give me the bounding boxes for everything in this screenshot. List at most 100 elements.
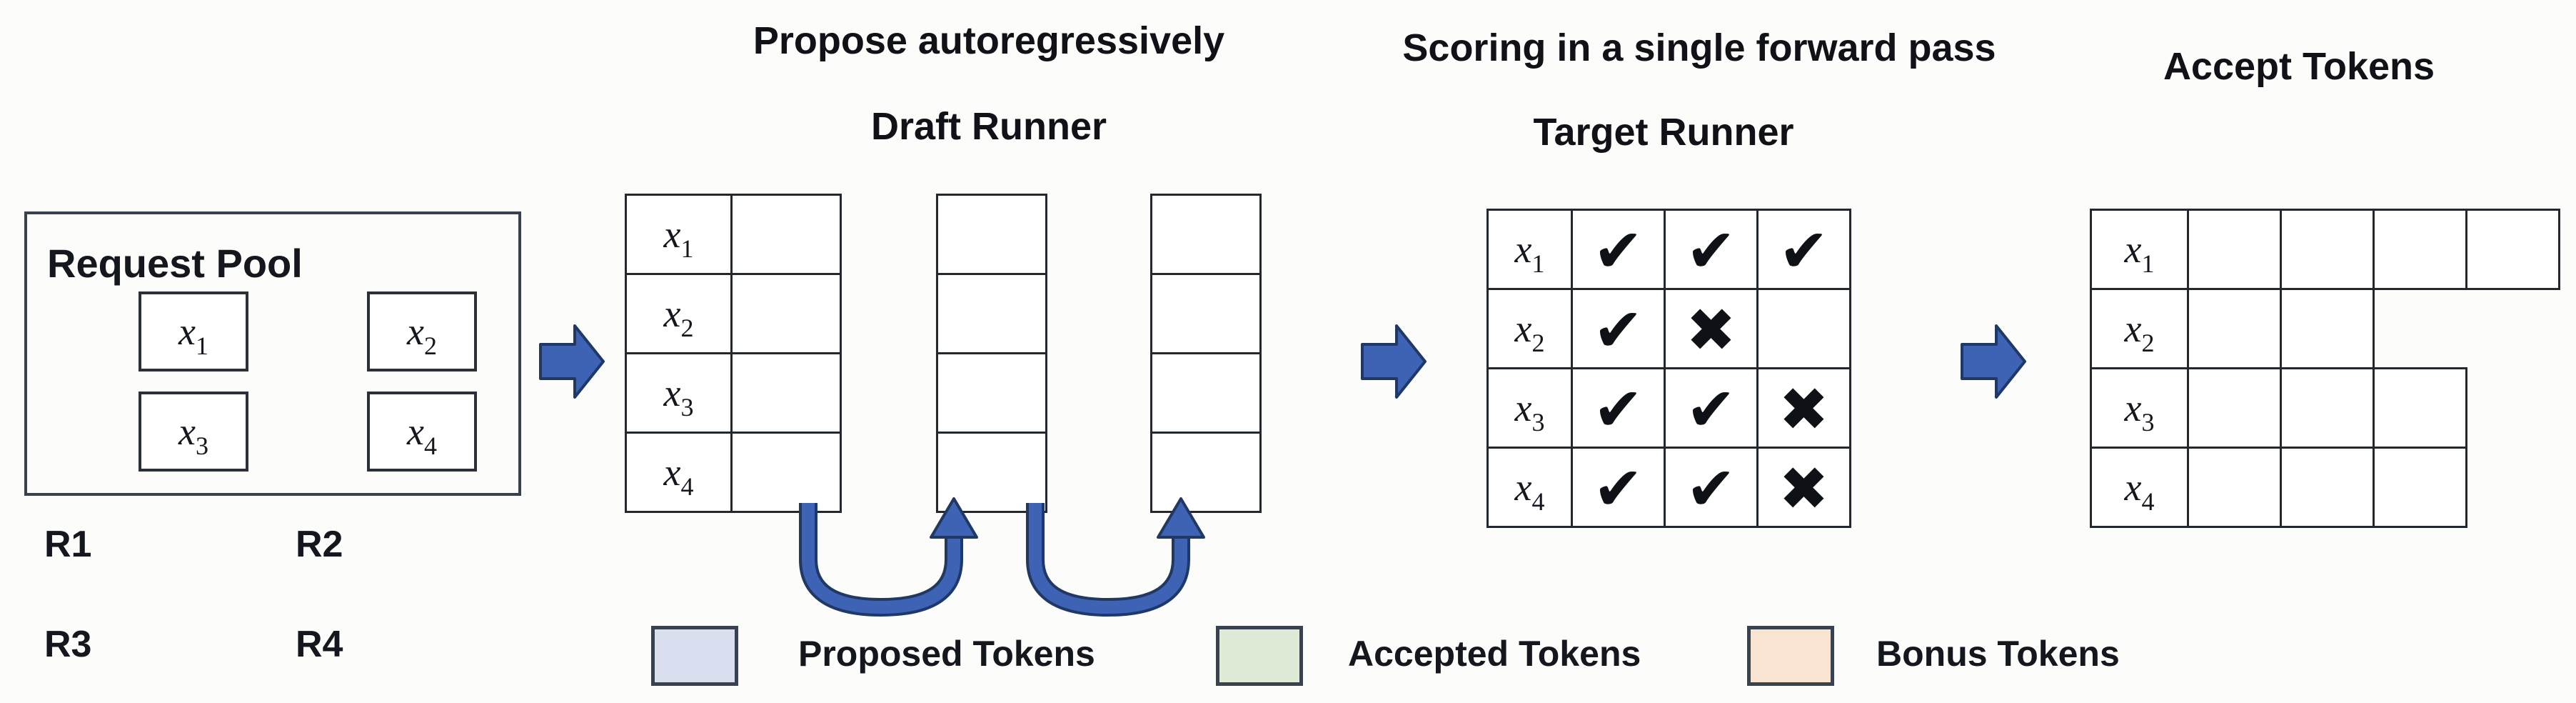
token-box-x3: x3 <box>139 392 248 472</box>
score-cell: ✔ <box>1664 367 1759 449</box>
loop-arrow-icon <box>1026 497 1205 617</box>
target-grid: x1✔✔✔x2✔✖x3✔✔✖x4✔✔✖ <box>1486 209 1851 528</box>
legend-label-proposed: Proposed Tokens <box>798 634 1095 674</box>
draft-row <box>936 273 1047 354</box>
proposed-token-cell <box>1150 273 1262 354</box>
row-label-text: x1 <box>663 213 694 263</box>
loop-arrow-icon <box>799 497 978 617</box>
draft-table-main: x1 x2 x3 x4 <box>625 194 842 513</box>
bonus-token-cell <box>2373 447 2467 528</box>
bonus-token-cell <box>2465 209 2560 290</box>
token-box-x4: x4 <box>367 392 477 472</box>
cross-icon: ✖ <box>1778 454 1829 524</box>
accepted-token-cell <box>2280 447 2375 528</box>
request-pool-title: Request Pool <box>47 241 303 286</box>
draft-row-label: x3 <box>625 352 733 434</box>
target-row: x3 ✔ ✔ ✖ <box>1486 367 1851 449</box>
score-cell: ✔ <box>1571 209 1666 290</box>
target-row: x4 ✔ ✔ ✖ <box>1486 447 1851 528</box>
target-runner-heading: Target Runner <box>1533 111 1794 154</box>
accept-row-label: x2 <box>2090 288 2189 369</box>
check-icon: ✔ <box>1686 454 1736 524</box>
target-row-label: x3 <box>1486 367 1573 449</box>
check-icon: ✔ <box>1593 216 1644 286</box>
accept-row-label: x4 <box>2090 447 2189 528</box>
token-x2: x2 <box>407 310 437 360</box>
draft-row <box>1150 432 1262 513</box>
legend-swatch-proposed <box>651 626 738 686</box>
accepted-token-cell <box>2280 367 2375 449</box>
cross-icon: ✖ <box>1778 374 1829 444</box>
target-row: x2 ✔ ✖ <box>1486 288 1851 369</box>
draft-row-label: x1 <box>625 194 733 275</box>
score-cell: ✖ <box>1664 288 1759 369</box>
score-cell: ✔ <box>1664 209 1759 290</box>
accept-row-label: x3 <box>2090 367 2189 449</box>
score-cell: ✔ <box>1571 447 1666 528</box>
accepted-token-cell <box>2187 367 2282 449</box>
proposed-token-cell <box>1150 194 1262 275</box>
row-label-text: x3 <box>663 372 694 422</box>
legend-swatch-bonus <box>1747 626 1834 686</box>
row-label-text: x2 <box>1514 307 1545 357</box>
score-cell: ✔ <box>1571 288 1666 369</box>
request-label-r4: R4 <box>296 624 343 665</box>
check-icon: ✔ <box>1686 374 1736 444</box>
accept-row: x4 <box>2090 447 2560 528</box>
draft-row: x4 <box>625 432 842 513</box>
token-x4: x4 <box>407 410 437 460</box>
score-cell: ✖ <box>1756 447 1851 528</box>
proposed-token-cell <box>936 352 1047 434</box>
check-icon: ✔ <box>1778 216 1829 286</box>
accept-row: x2 <box>2090 288 2560 369</box>
proposed-token-cell <box>936 194 1047 275</box>
proposed-token-cell <box>1150 352 1262 434</box>
row-label-text: x2 <box>2124 307 2155 357</box>
flow-arrow-icon <box>1361 324 1427 399</box>
target-row-label: x4 <box>1486 447 1573 528</box>
proposed-token-cell <box>936 273 1047 354</box>
row-label-text: x4 <box>2124 466 2155 516</box>
draft-row <box>936 352 1047 434</box>
row-label-text: x3 <box>2124 387 2155 437</box>
proposed-token-cell <box>730 432 842 513</box>
target-row-label: x1 <box>1486 209 1573 290</box>
cross-icon: ✖ <box>1686 295 1736 365</box>
draft-runner-heading: Draft Runner <box>870 105 1107 148</box>
proposed-token-cell <box>730 352 842 434</box>
check-icon: ✔ <box>1686 216 1736 286</box>
row-label-text: x4 <box>663 451 694 501</box>
target-action-heading: Scoring in a single forward pass <box>1402 26 1996 69</box>
draft-row-label: x4 <box>625 432 733 513</box>
draft-row: x1 <box>625 194 842 275</box>
request-label-r1: R1 <box>44 524 92 565</box>
draft-row: x3 <box>625 352 842 434</box>
legend-swatch-accepted <box>1216 626 1303 686</box>
flow-arrow-icon <box>539 324 605 399</box>
draft-column-3 <box>1150 194 1262 513</box>
accepted-token-cell <box>2187 288 2282 369</box>
accepted-token-cell <box>2280 209 2375 290</box>
draft-column-2 <box>936 194 1047 513</box>
score-cell: ✔ <box>1571 367 1666 449</box>
request-label-r3: R3 <box>44 624 92 665</box>
draft-row <box>1150 194 1262 275</box>
proposed-token-cell <box>730 273 842 354</box>
request-label-r2: R2 <box>296 524 343 565</box>
draft-row: x2 <box>625 273 842 354</box>
flow-arrow-icon <box>1961 324 2026 399</box>
draft-row-label: x2 <box>625 273 733 354</box>
legend-label-bonus: Bonus Tokens <box>1876 634 2120 674</box>
draft-row <box>1150 273 1262 354</box>
accept-tokens-heading: Accept Tokens <box>2163 45 2435 88</box>
row-label-text: x1 <box>2124 228 2155 278</box>
token-box-x2: x2 <box>367 291 477 372</box>
check-icon: ✔ <box>1593 295 1644 365</box>
target-row-label: x2 <box>1486 288 1573 369</box>
row-label-text: x2 <box>663 292 694 342</box>
accepted-token-cell <box>2187 447 2282 528</box>
token-x1: x1 <box>178 310 208 360</box>
row-label-text: x4 <box>1514 466 1545 516</box>
check-icon: ✔ <box>1593 374 1644 444</box>
score-cell: ✖ <box>1756 367 1851 449</box>
